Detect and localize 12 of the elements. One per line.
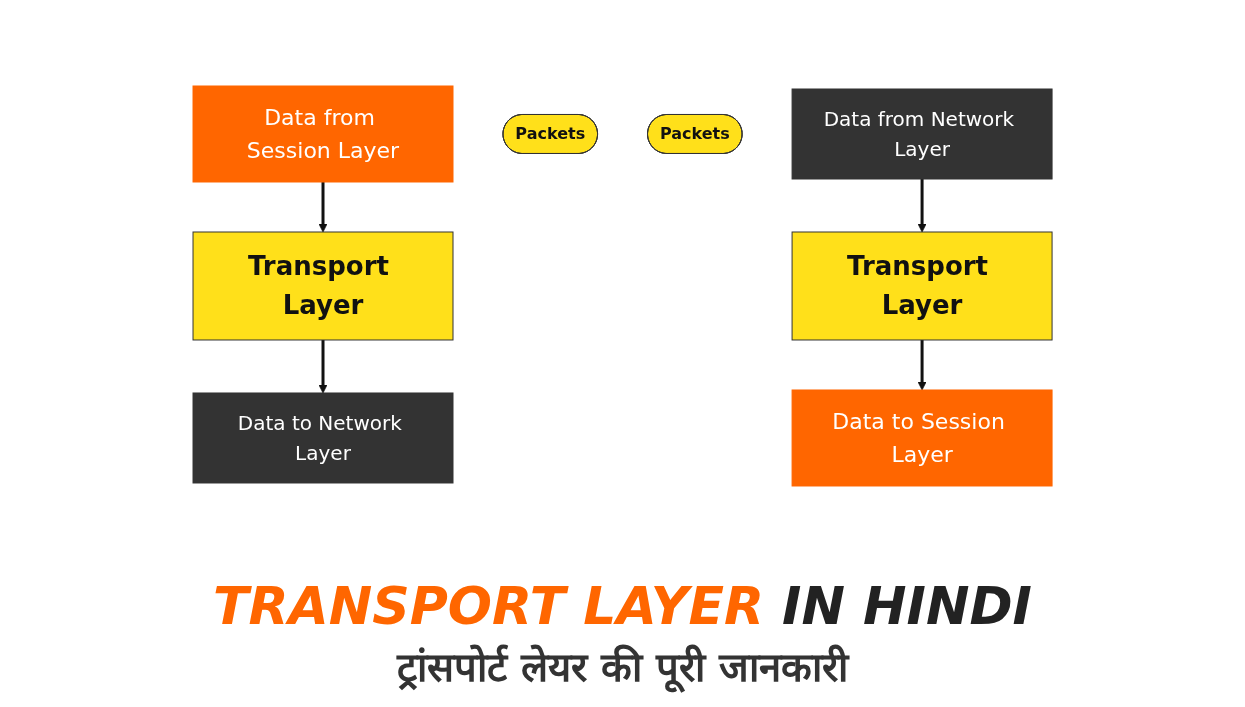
caption: ट्रांसपोर्ट लेयर की पूरी जानकारी bbox=[397, 638, 848, 693]
node-box: Data to Network Layer bbox=[192, 392, 454, 484]
arrow bbox=[917, 340, 927, 391]
node-box: Data from Network Layer bbox=[791, 88, 1053, 180]
node-box: Transport Layer bbox=[192, 231, 454, 341]
arrow bbox=[318, 340, 328, 394]
node-box: Data from Session Layer bbox=[192, 85, 454, 183]
node-box: Transport Layer bbox=[791, 231, 1053, 341]
arrow bbox=[917, 179, 927, 233]
title: TRANSPORT LAYER IN HINDI bbox=[213, 576, 1032, 636]
node-box: Data to Session Layer bbox=[791, 389, 1053, 487]
arrow bbox=[318, 182, 328, 233]
